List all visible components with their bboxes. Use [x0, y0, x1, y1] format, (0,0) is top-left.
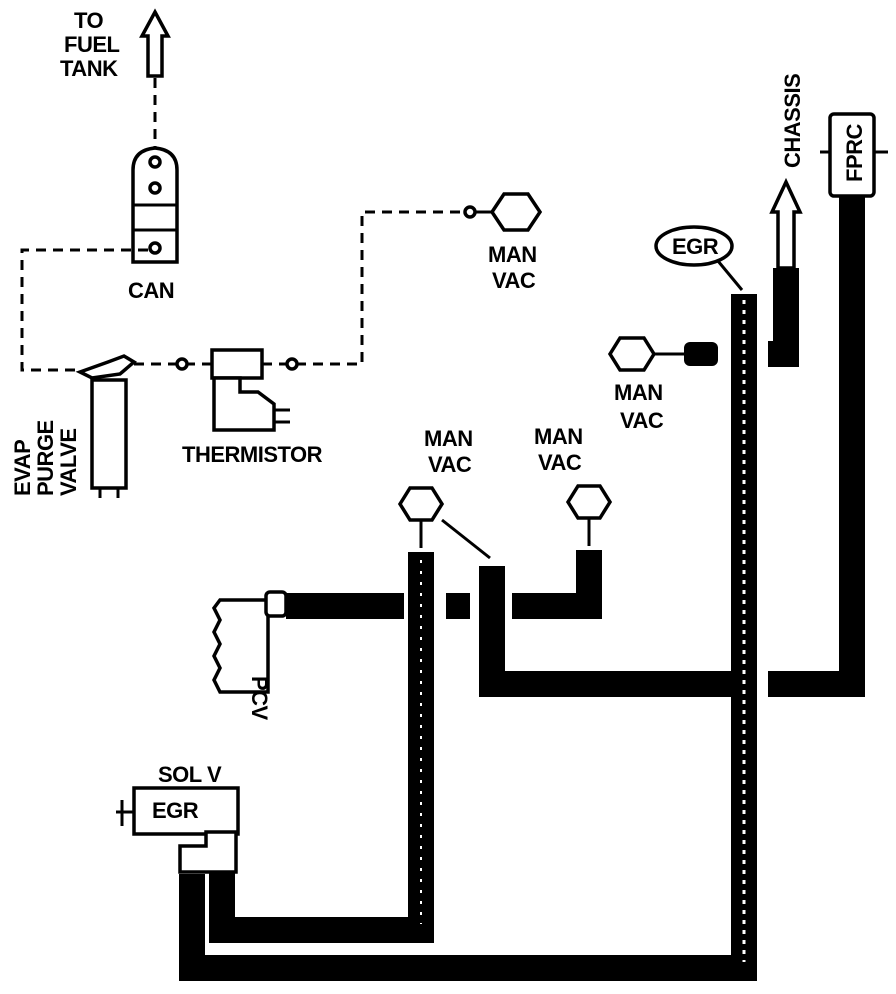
man-vac-center-right-label-line2: VAC — [538, 450, 582, 475]
man-vac-right-label-line2: VAC — [620, 408, 664, 433]
fprc-label: FPRC — [842, 124, 867, 183]
chassis-label: CHASSIS — [780, 74, 805, 168]
man-vac-port-top-icon — [489, 192, 543, 232]
sol-v-label: SOL V — [158, 762, 222, 787]
thermistor — [210, 348, 290, 432]
pcv-valve — [211, 590, 288, 694]
pcv-label: PCV — [247, 676, 272, 721]
man-vac-port-center-icon — [397, 486, 445, 522]
canister-label: CAN — [128, 278, 174, 303]
man-vac-port-center-right-icon — [565, 484, 613, 520]
center-right-hose — [479, 566, 738, 697]
egr-valve-label: EGR — [672, 234, 719, 259]
hose-connector — [285, 357, 299, 371]
evap-purge-label-line1: EVAP — [10, 440, 35, 496]
chassis-arrow — [769, 177, 803, 270]
hose-connector — [175, 357, 189, 371]
to-fuel-tank-arrow — [139, 8, 171, 78]
pcv-hose-segment-3 — [512, 550, 602, 619]
man-vac-center-right-label-line1: MAN — [534, 424, 583, 449]
to-fuel-tank-label-line2: FUEL — [64, 32, 120, 57]
man-vac-top-label-line1: MAN — [488, 242, 537, 267]
evap-purge-label-line3: VALVE — [56, 428, 81, 496]
evap-purge-valve — [75, 354, 137, 498]
to-fuel-tank-label-line1: TO — [74, 8, 104, 33]
egr-valve-icon — [654, 225, 734, 267]
man-vac-center-label-line1: MAN — [424, 426, 473, 451]
thermistor-to-man-vac-line — [262, 210, 468, 366]
vacuum-connector — [684, 342, 718, 366]
evap-purge-label-line2: PURGE — [33, 420, 58, 496]
man-vac-top-label-line2: VAC — [492, 268, 536, 293]
man-vac-right-label-line1: MAN — [614, 380, 663, 405]
canister-to-purge-line — [20, 248, 148, 372]
man-vac-to-solenoid-hose — [209, 552, 434, 943]
hose-connector — [463, 205, 477, 219]
thermistor-label: THERMISTOR — [182, 442, 323, 467]
fprc-hose — [768, 196, 865, 697]
charcoal-canister — [131, 146, 179, 264]
egr-solenoid-label: EGR — [152, 798, 199, 823]
chassis-hose — [768, 268, 799, 367]
man-vac-center-label-line2: VAC — [428, 452, 472, 477]
to-fuel-tank-label-line3: TANK — [60, 56, 118, 81]
egr-solenoid-valve — [116, 786, 240, 874]
man-vac-port-right-icon — [607, 336, 657, 372]
